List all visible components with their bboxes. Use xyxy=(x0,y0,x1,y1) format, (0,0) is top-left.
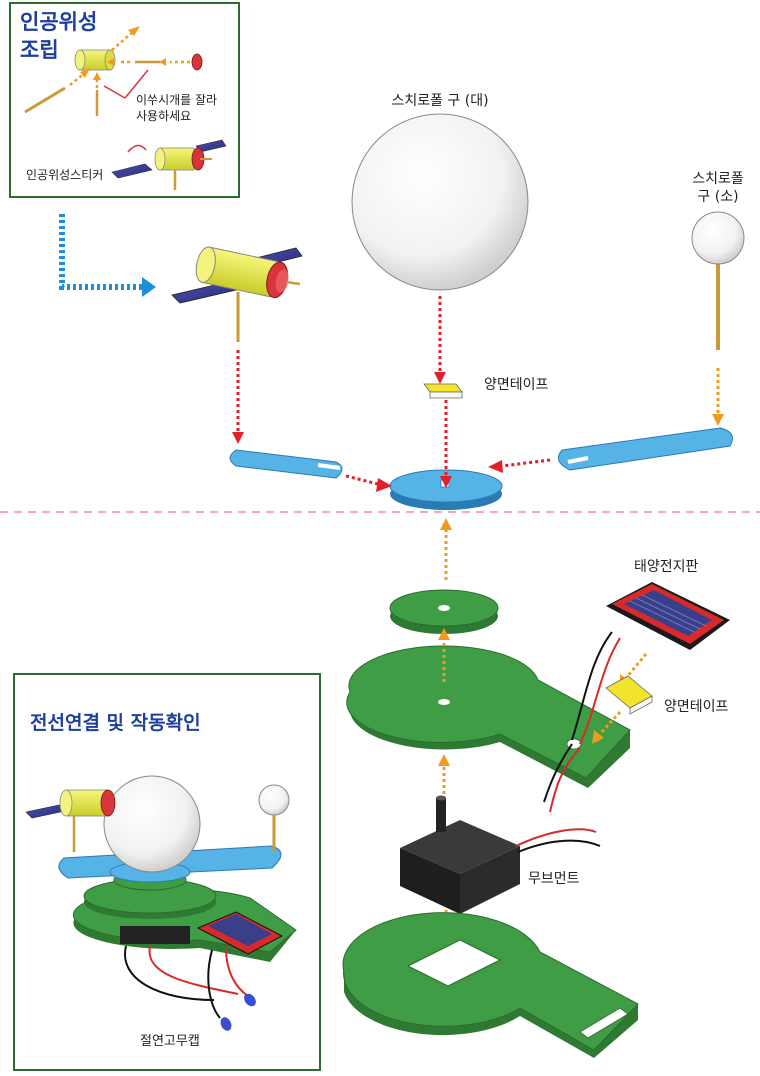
satellite-assembly xyxy=(171,246,303,342)
solar-panel xyxy=(606,582,730,650)
mini-toothpick-diagonal xyxy=(24,86,66,114)
tape-top-label: 양면테이프 xyxy=(484,377,549,393)
movement-motor xyxy=(400,795,601,914)
box-top-title-line2: 조립 xyxy=(20,38,59,62)
toothpick-note-line1: 이쑤시개를 잘라 xyxy=(136,93,218,107)
blue-arm-right xyxy=(557,427,733,471)
green-large-disc-with-tab xyxy=(346,645,631,788)
blue-elbow-arrow xyxy=(59,214,156,297)
orange-arrow-small-sphere xyxy=(712,368,724,426)
small-sphere-label-line2: 구 (소) xyxy=(697,189,739,205)
mini-sticker-satellite xyxy=(111,139,227,190)
mini-cap-red xyxy=(191,53,203,71)
solar-wires xyxy=(543,631,621,813)
mini-arrow-heads xyxy=(80,26,166,80)
sticker-label: 인공위성스티커 xyxy=(26,168,104,182)
small-sphere-label-line1: 스치로폴 xyxy=(692,171,744,187)
base-plate xyxy=(342,912,639,1058)
mini-cylinder xyxy=(74,49,116,71)
solar-panel-label: 태양전지판 xyxy=(634,559,699,575)
double-sided-tape-top xyxy=(423,383,463,399)
movement-label: 무브먼트 xyxy=(528,871,580,887)
blue-arm-left xyxy=(229,449,343,479)
tape-right-label: 양면테이프 xyxy=(664,699,729,715)
big-sphere-label: 스치로폴 구 (대) xyxy=(391,93,489,109)
double-sided-tape-right xyxy=(605,675,653,715)
note-callout-lines xyxy=(103,69,149,99)
green-small-disc xyxy=(389,589,499,634)
red-arrows-top xyxy=(236,296,551,486)
small-sphere-on-stick xyxy=(691,211,745,350)
assembled-model xyxy=(25,775,297,1031)
insulation-cap-label: 절연고무캡 xyxy=(140,1034,200,1049)
red-arrow-heads xyxy=(232,372,503,492)
big-sphere xyxy=(351,113,529,291)
box-top-title-line1: 인공위성 xyxy=(20,10,98,34)
toothpick-note-line2: 사용하세요 xyxy=(136,109,192,123)
box-bottom-title: 전선연결 및 작동확인 xyxy=(30,712,201,734)
